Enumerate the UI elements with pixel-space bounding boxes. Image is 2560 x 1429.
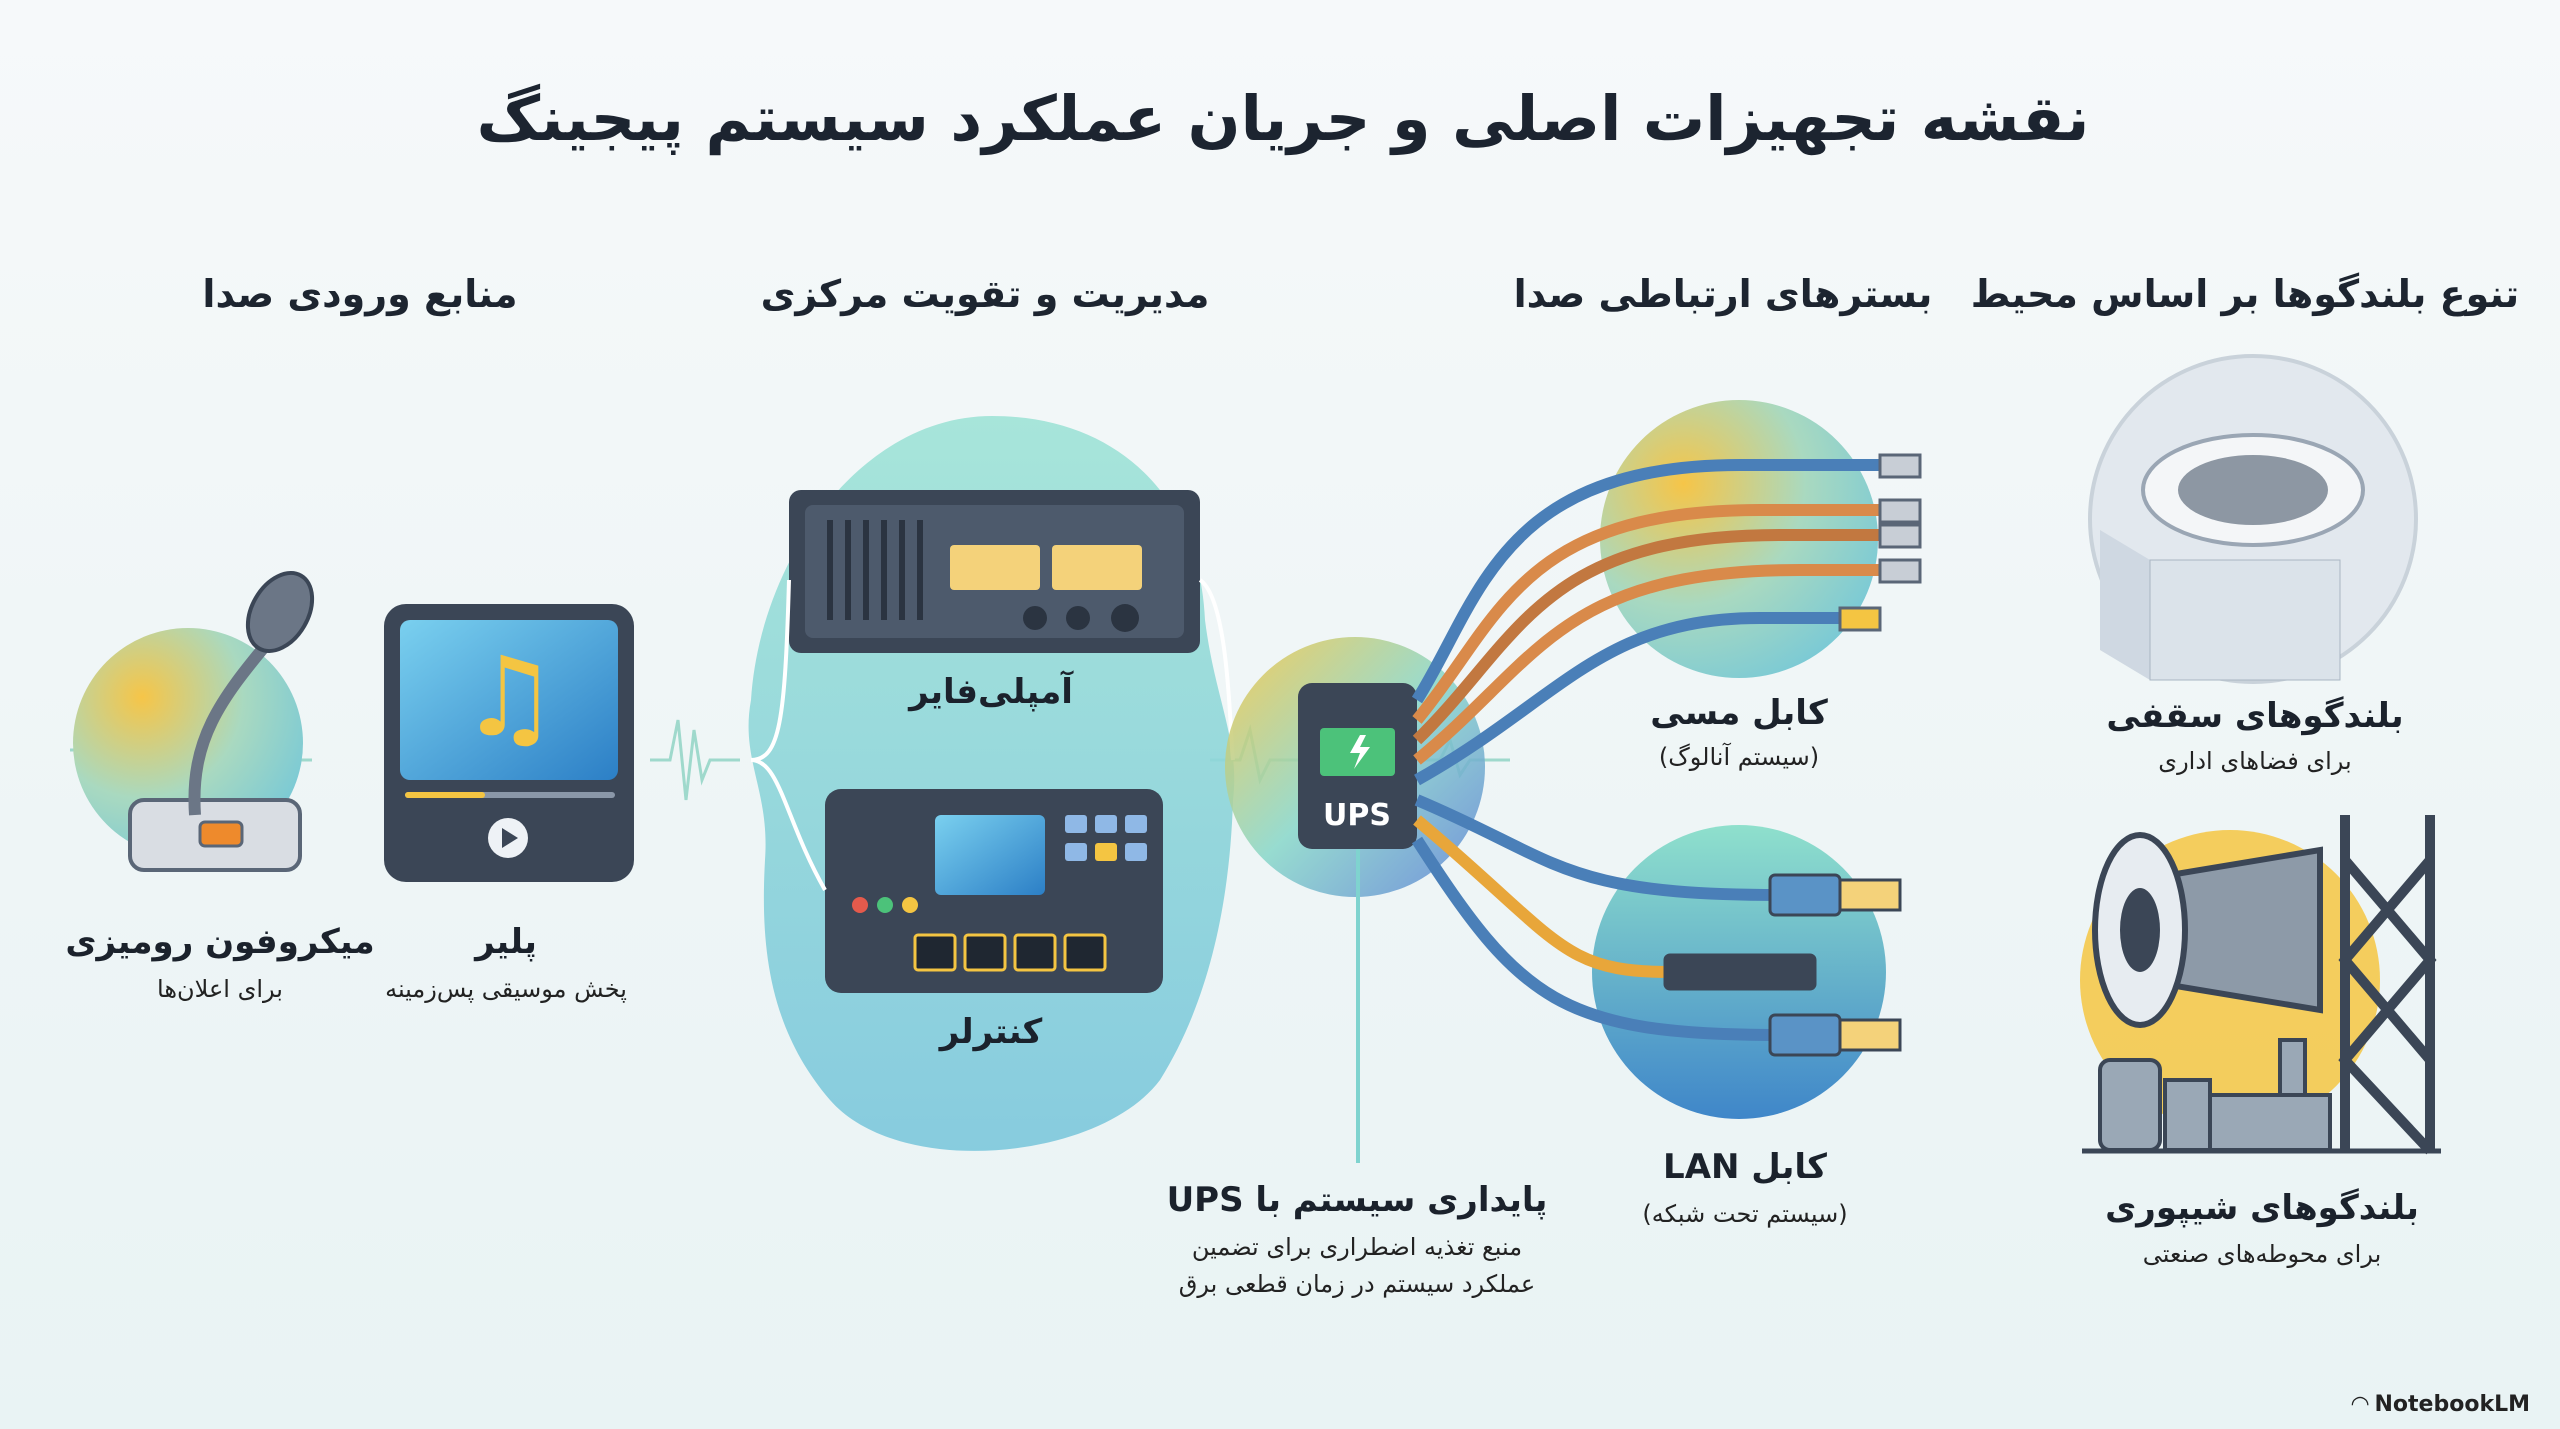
lan-cable-label: کابل LAN <box>1663 1147 1827 1187</box>
amplifier-label: آمپلی‌فایر <box>909 672 1073 712</box>
player-sub: پخش موسیقی پس‌زمینه <box>385 975 627 1003</box>
notebooklm-logo-icon: ◠ <box>2351 1392 2369 1417</box>
amplifier-icon <box>789 490 1200 653</box>
ups-sub-line1: منبع تغذیه اضطراری برای تضمین <box>1191 1233 1523 1261</box>
ups-label: پایداری سیستم با UPS <box>1166 1180 1548 1220</box>
ceiling-speaker-icon <box>2100 433 2365 681</box>
microphone-sub: برای اعلان‌ها <box>157 975 283 1003</box>
section-speaker-types: تنوع بلندگوها بر اساس محیط <box>1970 272 2520 316</box>
ups-badge: UPS <box>1323 798 1391 833</box>
lan-cable-sub: (سیستم تحت شبکه) <box>1642 1200 1848 1228</box>
ups-sub-line2: عملکرد سیستم در زمان قطعی برق <box>1178 1270 1536 1298</box>
copper-cable-label: کابل مسی <box>1650 693 1828 733</box>
notebooklm-watermark: ◠ NotebookLM <box>2352 1392 2530 1417</box>
microphone-icon <box>128 571 315 872</box>
lan-cable-icon <box>1411 794 1781 1041</box>
section-central-management: مدیریت و تقویت مرکزی <box>760 272 1210 316</box>
ups-icon <box>1298 683 1417 849</box>
copper-cable-icon <box>1411 459 1880 786</box>
music-player-icon: ♫ <box>384 604 634 882</box>
controller-icon <box>825 789 1163 993</box>
controller-label: کنترلر <box>939 1012 1043 1052</box>
microphone-label: میکروفون رومیزی <box>65 922 375 962</box>
section-input-sources: منابع ورودی صدا <box>202 272 518 316</box>
horn-speaker-icon <box>2080 815 2441 1155</box>
ceiling-speakers-label: بلندگوهای سقفی <box>2106 696 2404 736</box>
horn-speakers-sub: برای محوطه‌های صنعتی <box>2142 1240 2382 1268</box>
svg-text:♫: ♫ <box>460 633 559 761</box>
horn-speakers-label: بلندگوهای شیپوری <box>2105 1188 2419 1228</box>
player-label: پلیر <box>475 922 537 962</box>
copper-cable-sub: (سیستم آنالوگ) <box>1658 743 1820 771</box>
page-title: نقشه تجهیزات اصلی و جریان عملکرد سیستم پ… <box>476 82 2090 155</box>
ceiling-speakers-sub: برای فضاهای اداری <box>2158 747 2352 775</box>
brand-text: NotebookLM <box>2374 1392 2530 1417</box>
section-audio-transport: بسترهای ارتباطی صدا <box>1513 272 1933 316</box>
